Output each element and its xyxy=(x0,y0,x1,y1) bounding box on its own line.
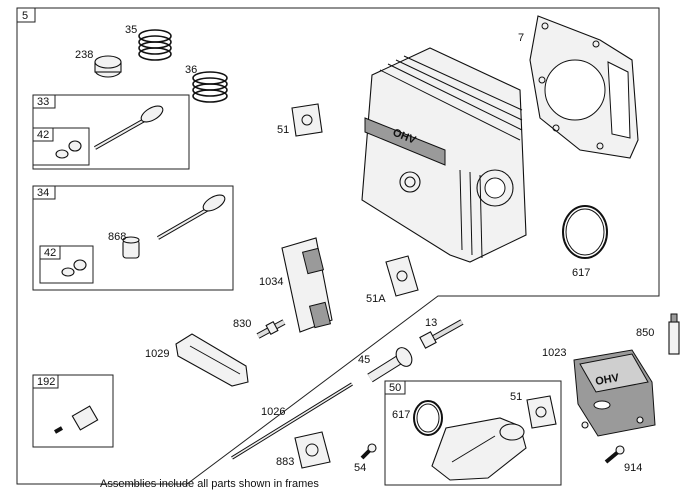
label-50: 50 xyxy=(389,382,401,394)
label-868: 868 xyxy=(108,231,126,243)
label-7: 7 xyxy=(518,32,524,44)
label-51b: 51 xyxy=(510,391,522,403)
frame-33-tag xyxy=(32,94,56,109)
label-914: 914 xyxy=(624,462,642,474)
o-ring-617-upper xyxy=(562,205,608,259)
gasket-1034 xyxy=(281,237,333,333)
bolt-13 xyxy=(419,319,464,349)
label-238: 238 xyxy=(75,49,93,61)
valve-keepers-42b xyxy=(61,259,87,277)
label-192: 192 xyxy=(37,376,55,388)
label-54: 54 xyxy=(354,462,366,474)
valve-seal-868 xyxy=(122,236,140,259)
intake-elbow-50 xyxy=(431,417,527,481)
frame-5 xyxy=(16,7,660,485)
label-5: 5 xyxy=(22,10,28,22)
frame-42a-tag xyxy=(32,127,54,142)
label-42b: 42 xyxy=(44,247,56,259)
push-rod-1026 xyxy=(231,382,353,460)
label-35: 35 xyxy=(125,24,137,36)
label-34: 34 xyxy=(37,187,49,199)
frame-50-tag xyxy=(384,380,406,395)
valve-cover-1023: OHV xyxy=(573,349,656,437)
gasket-51-lower xyxy=(526,395,557,429)
frame-34-tag xyxy=(32,185,56,200)
valve-cap-238 xyxy=(94,55,122,78)
fitting-192 xyxy=(54,405,99,434)
label-1034: 1034 xyxy=(259,276,283,288)
label-850: 850 xyxy=(636,327,654,339)
label-1026: 1026 xyxy=(261,406,285,418)
exhaust-valve-33 xyxy=(94,105,164,150)
label-1029: 1029 xyxy=(145,348,169,360)
label-51a: 51 xyxy=(277,124,289,136)
label-883: 883 xyxy=(276,456,294,468)
frame-42a xyxy=(32,127,90,166)
frame-5-tag xyxy=(16,7,36,23)
frame-42b xyxy=(39,245,94,284)
label-1023: 1023 xyxy=(542,347,566,359)
valve-spring-35 xyxy=(138,29,172,61)
screw-914 xyxy=(604,445,625,464)
footer-note: Assemblies include all parts shown in fr… xyxy=(100,478,319,490)
head-gasket-7 xyxy=(529,15,639,159)
screw-54 xyxy=(360,443,377,460)
valve-spring-36 xyxy=(192,71,228,103)
intake-valve-34 xyxy=(157,194,226,240)
frame-33 xyxy=(32,94,190,170)
valve-cover-logo: OHV xyxy=(594,372,620,388)
frame-34 xyxy=(32,185,234,291)
valve-keepers-42a xyxy=(55,140,82,159)
label-33: 33 xyxy=(37,96,49,108)
frame-192-tag xyxy=(32,374,59,389)
stud-830 xyxy=(256,319,286,339)
sealant-tube-850 xyxy=(668,313,680,355)
frame-192 xyxy=(32,374,114,448)
frame-42b-tag xyxy=(39,245,61,260)
rocker-arm-1029 xyxy=(175,333,249,387)
cylinder-head: OHV xyxy=(361,47,527,263)
gasket-51A xyxy=(385,255,419,297)
o-ring-617-lower xyxy=(413,400,443,436)
label-51A: 51A xyxy=(366,293,386,305)
label-36: 36 xyxy=(185,64,197,76)
pivot-shaft-45 xyxy=(367,347,413,383)
frame-50 xyxy=(384,380,562,486)
label-830: 830 xyxy=(233,318,251,330)
gasket-883 xyxy=(294,431,331,469)
label-617a: 617 xyxy=(572,267,590,279)
label-13: 13 xyxy=(425,317,437,329)
label-42a: 42 xyxy=(37,129,49,141)
label-617b: 617 xyxy=(392,409,410,421)
gasket-51-upper xyxy=(291,103,323,137)
label-45: 45 xyxy=(358,354,370,366)
